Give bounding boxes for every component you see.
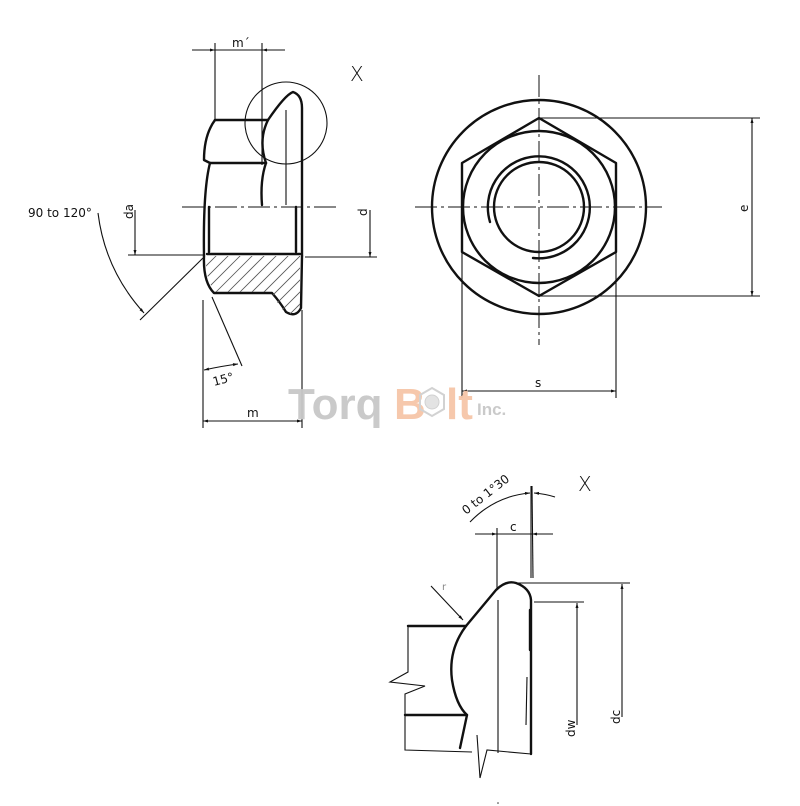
dimension-e: e bbox=[539, 117, 760, 297]
label-dw: dw bbox=[564, 719, 578, 737]
side-section-view: m´ X bbox=[28, 36, 377, 428]
label-c: c bbox=[510, 520, 517, 534]
label-bearing-angle: 0 to 1°30 bbox=[459, 472, 512, 518]
label-e: e bbox=[737, 205, 751, 212]
dimension-s: s bbox=[461, 252, 617, 398]
flange-profile bbox=[388, 581, 533, 779]
label-countersink-angle: 90 to 120° bbox=[28, 206, 92, 220]
dimension-bearing-angle: 0 to 1°30 bbox=[459, 472, 556, 579]
dimension-da: da bbox=[122, 204, 204, 256]
watermark-b: B bbox=[394, 380, 426, 429]
dimension-dc: dc bbox=[516, 582, 630, 724]
dimension-flange-angle: 15° bbox=[202, 296, 303, 428]
label-da: da bbox=[122, 204, 136, 219]
label-dc: dc bbox=[609, 710, 623, 724]
dimension-m: m bbox=[203, 406, 302, 423]
watermark-inc: Inc. bbox=[477, 400, 506, 419]
front-view: e s bbox=[415, 75, 760, 398]
watermark-torq: Torq bbox=[288, 380, 383, 429]
dimension-dw: dw bbox=[534, 601, 584, 737]
section-hatching bbox=[206, 256, 300, 315]
detail-x-view: X 0 to 1°30 c bbox=[388, 472, 630, 804]
detail-x-title: X bbox=[578, 472, 592, 496]
thread-arc bbox=[486, 155, 591, 260]
hex-bolt-logo-icon bbox=[419, 386, 445, 418]
detail-x-marker: X bbox=[350, 62, 364, 86]
label-15-degrees: 15° bbox=[211, 370, 235, 389]
stray-dot bbox=[497, 802, 499, 804]
watermark-lt: lt bbox=[446, 380, 473, 429]
label-s: s bbox=[535, 376, 541, 390]
label-d: d bbox=[356, 208, 370, 216]
torqbolt-watermark: Torq B lt Inc. bbox=[288, 380, 506, 429]
dimension-c: c bbox=[475, 520, 553, 590]
nut-body bbox=[202, 90, 304, 316]
dimension-d: d bbox=[305, 208, 377, 258]
label-m: m bbox=[247, 406, 259, 420]
dimension-r: r bbox=[430, 582, 464, 621]
dimension-countersink-angle: 90 to 120° bbox=[28, 206, 204, 321]
label-m-prime: m´ bbox=[232, 36, 250, 50]
label-r: r bbox=[442, 582, 447, 593]
